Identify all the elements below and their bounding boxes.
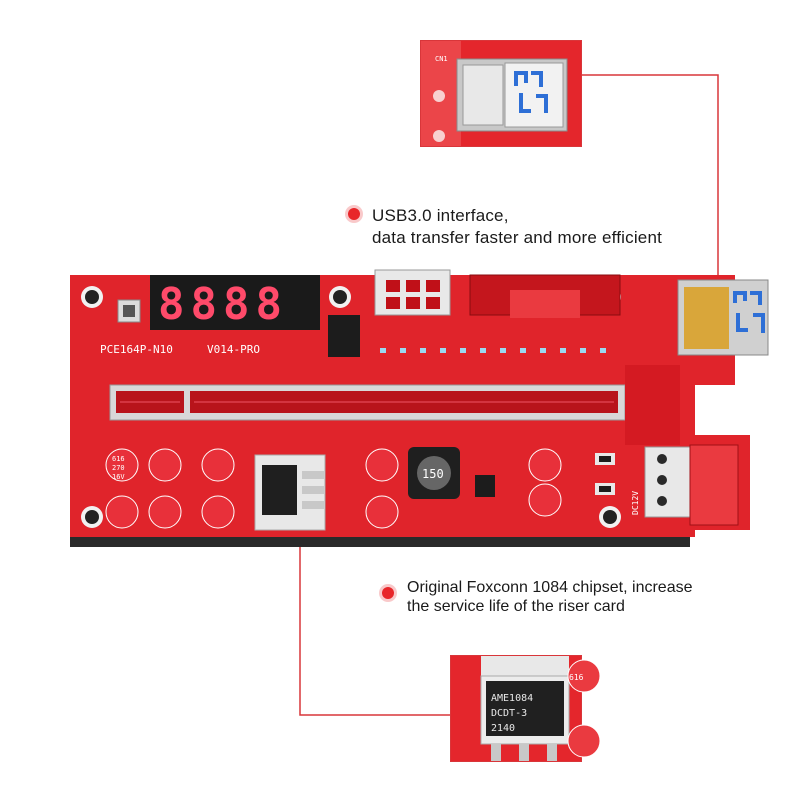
chip-zoom-image: AME1084 DCDT-3 2140 616	[451, 656, 601, 761]
usb3-logo-icon	[514, 71, 548, 113]
chip-line-3: 2140	[491, 723, 515, 734]
display-digits: 8888	[158, 279, 288, 330]
chip-line-1: AME1084	[491, 693, 533, 704]
model-label: PCE164P-N10	[100, 343, 173, 356]
chip-zoom-panel: AME1084 DCDT-3 2140 616	[450, 655, 601, 762]
chipset-callout-line-2: the service life of the riser card	[407, 598, 625, 615]
status-leds	[380, 348, 606, 353]
cap-label-c: 16V	[112, 473, 125, 481]
usb-callout-text: USB3.0 interface, data transfer faster a…	[372, 205, 662, 249]
chipset-callout-line	[299, 545, 450, 716]
chipset-callout-text: Original Foxconn 1084 chipset, increase …	[407, 578, 693, 616]
cap-label-b: 270	[112, 464, 125, 472]
chip-line-2: DCDT-3	[491, 708, 527, 719]
riser-board: 8888 PCE164P-N10 V014-PRO	[70, 269, 770, 550]
usb-zoom-panel: CN1	[420, 40, 582, 147]
cap-label-a: 616	[112, 455, 125, 463]
usb-callout-dot	[348, 208, 360, 220]
usb-zoom-cn-label: CN1	[435, 55, 448, 63]
chip-zoom-cap-label: 616	[569, 673, 584, 682]
chipset-callout-dot	[382, 587, 394, 599]
usb-callout-line-2: data transfer faster and more efficient	[372, 228, 663, 247]
inductor-label: 150	[422, 467, 444, 481]
chipset-callout-line-1: Original Foxconn 1084 chipset, increase	[407, 579, 693, 596]
riser-board-image: 8888 PCE164P-N10 V014-PRO	[70, 269, 769, 547]
seven-segment-display	[150, 275, 320, 330]
usb-zoom-image: CN1	[421, 41, 581, 146]
usb-callout-line	[580, 74, 719, 285]
dc-label: DC12V	[631, 491, 640, 515]
usb-callout-line-1: USB3.0 interface,	[372, 206, 509, 225]
power-terminal	[644, 446, 691, 518]
version-label: V014-PRO	[207, 343, 260, 356]
capacitors-left	[105, 448, 562, 529]
